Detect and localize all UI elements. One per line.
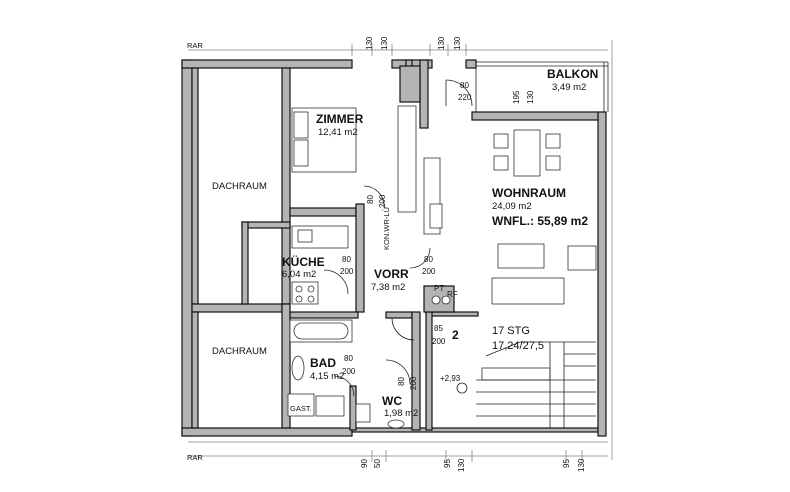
dim-top-2: 130	[380, 36, 389, 50]
dim-door-balkon-w: 80	[460, 81, 469, 90]
dim-win-130: 130	[526, 90, 535, 104]
doors	[323, 79, 473, 397]
dim-win-195: 195	[512, 90, 521, 104]
gast-label: GAST.	[290, 404, 312, 413]
dim-door-kueche-w: 80	[342, 255, 351, 264]
room-dachraum-2: DACHRAUM	[212, 346, 267, 357]
pt-label: PT	[434, 284, 445, 293]
dim-top-3: 130	[437, 36, 446, 50]
rf-label: RF	[447, 290, 458, 299]
area-kueche: 6,04 m2	[282, 269, 317, 280]
stair-count: 17 STG	[492, 325, 530, 337]
dimension-lines	[188, 40, 613, 462]
kon-label: KON.WR-LÜ	[382, 207, 391, 250]
area-wc: 1,98 m2	[384, 408, 419, 419]
dim-top-1: 130	[365, 36, 374, 50]
wohnnutzflaeche: WNFL.: 55,89 m2	[492, 214, 589, 228]
dim-bottom-130b: 130	[577, 458, 586, 472]
dim-bottom-95a: 95	[443, 459, 452, 468]
area-wohnraum: 24,09 m2	[492, 201, 532, 212]
room-zimmer: ZIMMER	[316, 112, 364, 126]
dim-top-4: 130	[453, 36, 462, 50]
furniture	[287, 105, 597, 429]
dim-door-wohn-h: 200	[422, 267, 436, 276]
area-balkon: 3,49 m2	[552, 82, 587, 93]
stair-dims: 17,24/27,5	[492, 340, 544, 352]
room-bad: BAD	[310, 356, 336, 370]
dim-door-wc-w: 80	[397, 377, 406, 386]
room-wc: WC	[382, 394, 402, 408]
room-vorraum: VORR	[374, 267, 409, 281]
level-mark: +2,93	[440, 374, 461, 383]
rar-label-bottom: RAR	[187, 453, 203, 462]
walls	[181, 59, 607, 437]
dim-bottom-90: 90	[360, 459, 369, 468]
dim-door-bad-w: 80	[344, 354, 353, 363]
balkon	[475, 61, 609, 112]
dim-door-entry-h: 200	[432, 337, 446, 346]
dim-door-entry-w: 85	[434, 324, 443, 333]
room-wohnraum: WOHNRAUM	[492, 186, 566, 200]
dim-door-bad-h: 200	[342, 367, 356, 376]
dim-door-zimmer-h: 200	[378, 194, 387, 208]
dim-door-wc-h: 200	[409, 376, 418, 390]
dim-bottom-95b: 95	[562, 459, 571, 468]
dim-door-wohn-w: 80	[424, 255, 433, 264]
dim-bottom-50: 50	[373, 459, 382, 468]
stairs	[456, 341, 596, 428]
area-bad: 4,15 m2	[310, 371, 345, 382]
room-balkon: BALKON	[547, 67, 599, 81]
dim-door-zimmer-w: 80	[366, 195, 375, 204]
area-vorraum: 7,38 m2	[371, 282, 406, 293]
dim-door-kueche-h: 200	[340, 267, 354, 276]
room-dachraum-1: DACHRAUM	[212, 181, 267, 192]
room-kueche: KÜCHE	[282, 255, 325, 269]
stair-number: 2	[452, 328, 459, 342]
dim-door-balkon-h: 220	[458, 93, 472, 102]
area-zimmer: 12,41 m2	[318, 127, 358, 138]
dim-bottom-130a: 130	[457, 458, 466, 472]
rar-label-top: RAR	[187, 41, 203, 50]
